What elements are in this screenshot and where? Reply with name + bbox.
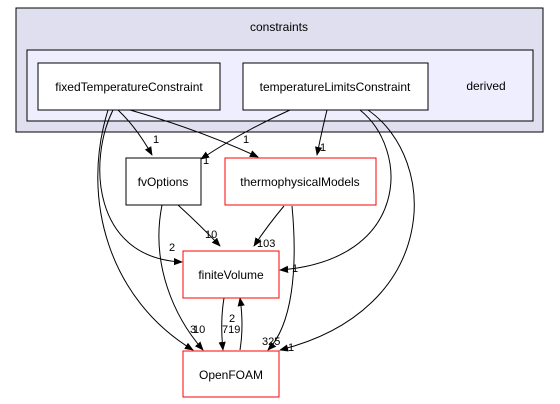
edge-label-limits-to-thermo: 1: [320, 142, 326, 154]
edge-label-thermo-to-openfoam: 325: [262, 336, 280, 348]
node-fixed-temperature-constraint[interactable]: fixedTemperatureConstraint: [37, 62, 221, 111]
edge-label-limits-to-finitevolume: 1: [292, 263, 298, 275]
edge-thermo-to-finitevolume: [253, 205, 285, 247]
edge-limits-to-fvoptions: [200, 109, 291, 160]
node-label: fvOptions: [138, 175, 189, 189]
node-finite-volume[interactable]: finiteVolume: [182, 250, 280, 299]
cluster-derived-title: derived: [466, 79, 505, 93]
edge-label-finitevolume-to-openfoam: 719: [222, 324, 240, 336]
edge-label-fixed-to-openfoam: 3: [190, 324, 196, 336]
node-label: finiteVolume: [198, 268, 264, 282]
edge-label-fvoptions-to-openfoam: 10: [193, 324, 205, 336]
edge-openfoam-to-finitevolume: [237, 297, 245, 351]
edge-thermo-to-openfoam: [267, 205, 295, 351]
node-label: thermophysicalModels: [240, 175, 359, 189]
edge-fixed-to-fvoptions: [117, 109, 153, 156]
node-thermophysical-models[interactable]: thermophysicalModels: [224, 157, 377, 206]
node-label: OpenFOAM: [199, 368, 263, 382]
edge-finitevolume-to-openfoam: [218, 297, 226, 351]
edge-label-fvoptions-to-finitevolume: 10: [205, 229, 217, 241]
edge-label-limits-to-fvoptions: 1: [203, 155, 209, 167]
edge-limits-to-finitevolume: [279, 109, 392, 273]
edge-limits-to-openfoam: [279, 109, 415, 352]
node-label: temperatureLimitsConstraint: [260, 80, 411, 94]
edge-fvoptions-to-openfoam: [158, 204, 204, 351]
node-openfoam[interactable]: OpenFOAM: [182, 350, 280, 398]
edge-fvoptions-to-finitevolume: [177, 204, 221, 247]
edge-label-fixed-to-fvoptions: 1: [153, 134, 159, 146]
edge-fixed-to-openfoam: [97, 109, 194, 351]
edge-label-fixed-to-finitevolume: 2: [169, 242, 175, 254]
node-fvoptions[interactable]: fvOptions: [125, 157, 202, 206]
edge-label-thermo-to-finitevolume: 103: [257, 238, 275, 250]
edge-label-limits-to-openfoam: 1: [288, 342, 294, 354]
node-label: fixedTemperatureConstraint: [55, 80, 203, 94]
cluster-constraints-title: constraints: [250, 20, 308, 34]
edge-label-openfoam-to-finitevolume: 2: [229, 313, 235, 325]
edges: [97, 109, 415, 352]
edge-fixed-to-thermo: [129, 109, 259, 158]
edge-label-fixed-to-thermo: 1: [243, 134, 249, 146]
edge-labels: 1 1 2 3 1 1 1 1 10 10 103 325 719 2: [153, 134, 326, 354]
edge-fixed-to-finitevolume: [99, 109, 183, 266]
edge-limits-to-thermo: [315, 109, 328, 156]
node-temperature-limits-constraint[interactable]: temperatureLimitsConstraint: [242, 62, 429, 111]
